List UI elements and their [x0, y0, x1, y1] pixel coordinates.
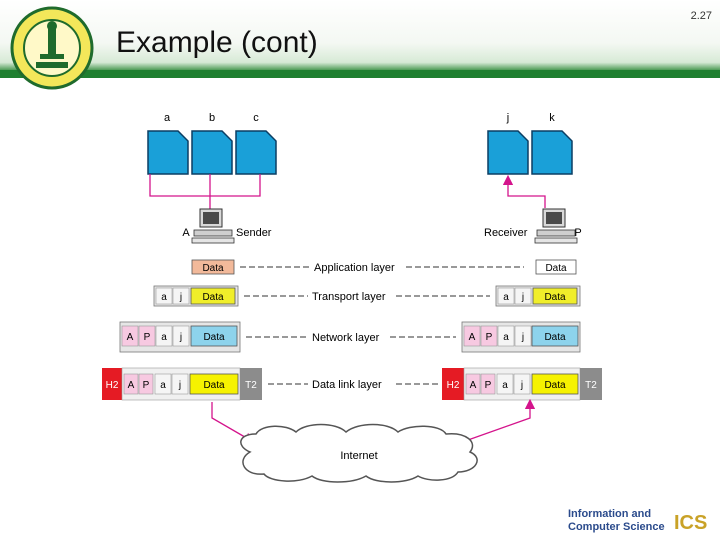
receiver-computer-icon: [534, 208, 578, 244]
file-label-k: k: [549, 112, 555, 124]
svg-text:j: j: [179, 292, 182, 303]
sender-transport-data: [190, 287, 236, 305]
network-layer-row: A P a j Data Network layer A P a j Data: [119, 321, 581, 353]
sender-id: A: [182, 227, 190, 239]
svg-text:Data: Data: [202, 292, 224, 303]
ics-footer-logo: Information and Computer Science ICS: [568, 508, 707, 534]
application-layer-row: Data Application layer Data: [191, 259, 577, 275]
svg-text:T2: T2: [245, 380, 257, 391]
svg-text:A: A: [469, 332, 476, 343]
svg-text:Data: Data: [544, 332, 566, 343]
receiver-id: P: [574, 227, 581, 239]
sender-network-data: [190, 325, 238, 347]
file-label-j: j: [506, 112, 509, 124]
datalink-layer-label: Data link layer: [312, 379, 382, 391]
svg-text:T2: T2: [585, 380, 597, 391]
file-label-b: b: [209, 112, 215, 124]
sender-flow-line: [210, 174, 261, 197]
transport-layer-label: Transport layer: [312, 291, 386, 303]
sender-to-internet-arrow: [211, 402, 255, 443]
sender-label: Sender: [236, 227, 272, 239]
internet-cloud: [240, 423, 478, 483]
svg-text:a: a: [503, 332, 509, 343]
svg-text:Data: Data: [203, 332, 225, 343]
svg-text:P: P: [143, 380, 150, 391]
svg-text:H2: H2: [447, 380, 460, 391]
svg-text:a: a: [161, 292, 167, 303]
slide-title: Example (cont): [116, 26, 318, 59]
svg-text:a: a: [503, 292, 509, 303]
sender-files: a b c: [147, 112, 277, 175]
page-number: 2.27: [690, 10, 712, 22]
file-icon: [235, 130, 277, 175]
svg-text:j: j: [179, 332, 182, 343]
svg-text:P: P: [144, 332, 151, 343]
svg-text:Data: Data: [544, 380, 566, 391]
sender-app-data-text: Data: [202, 263, 224, 274]
footer-mark: ICS: [674, 512, 707, 534]
svg-text:a: a: [160, 380, 166, 391]
internet-label: Internet: [340, 450, 377, 462]
svg-text:Data: Data: [203, 380, 225, 391]
svg-text:a: a: [161, 332, 167, 343]
svg-text:P: P: [486, 332, 493, 343]
application-layer-label: Application layer: [314, 262, 395, 274]
file-label-a: a: [164, 112, 171, 124]
svg-text:A: A: [127, 332, 134, 343]
receiver-transport-data: [532, 287, 578, 305]
datalink-layer-row: H2 A P a j Data T2 Data link layer H2 A …: [102, 367, 602, 401]
receiver-label: Receiver: [484, 227, 528, 239]
header-bar: [0, 70, 720, 78]
svg-text:j: j: [178, 380, 181, 391]
sender-datalink-data: [189, 373, 239, 395]
file-icon: [147, 130, 189, 175]
network-layer-label: Network layer: [312, 332, 380, 344]
receiver-network-data: [531, 325, 579, 347]
svg-text:Data: Data: [544, 292, 566, 303]
sender-t2: [240, 368, 262, 400]
transport-layer-row: a j Data Transport layer a j Data: [153, 285, 581, 307]
receiver-h2: [442, 368, 464, 400]
file-icon: [487, 130, 529, 175]
receiver-flow-line: [502, 174, 546, 208]
svg-text:a: a: [502, 380, 508, 391]
file-icon: [531, 130, 573, 175]
svg-text:j: j: [520, 380, 523, 391]
svg-text:P: P: [485, 380, 492, 391]
svg-text:j: j: [521, 332, 524, 343]
file-icon: [191, 130, 233, 175]
slide-header: [0, 0, 720, 78]
sender-flow-line: [149, 174, 211, 210]
receiver-app-data-text: Data: [545, 263, 567, 274]
svg-text:A: A: [470, 380, 477, 391]
university-logo: [10, 6, 94, 90]
receiver-app-data: [535, 259, 577, 275]
file-label-c: c: [253, 112, 259, 124]
footer-line1: Information and: [568, 508, 651, 520]
receiver-datalink-data: [531, 373, 579, 395]
sender-h2: [102, 368, 122, 400]
sender-computer-icon: [191, 208, 235, 244]
svg-text:j: j: [521, 292, 524, 303]
internet-to-receiver-arrow: [467, 398, 536, 441]
svg-text:A: A: [128, 380, 135, 391]
sender-app-data: [191, 259, 235, 275]
receiver-t2: [580, 368, 602, 400]
svg-text:H2: H2: [106, 380, 119, 391]
footer-line2: Computer Science: [568, 521, 665, 533]
receiver-files: j k: [487, 112, 573, 175]
